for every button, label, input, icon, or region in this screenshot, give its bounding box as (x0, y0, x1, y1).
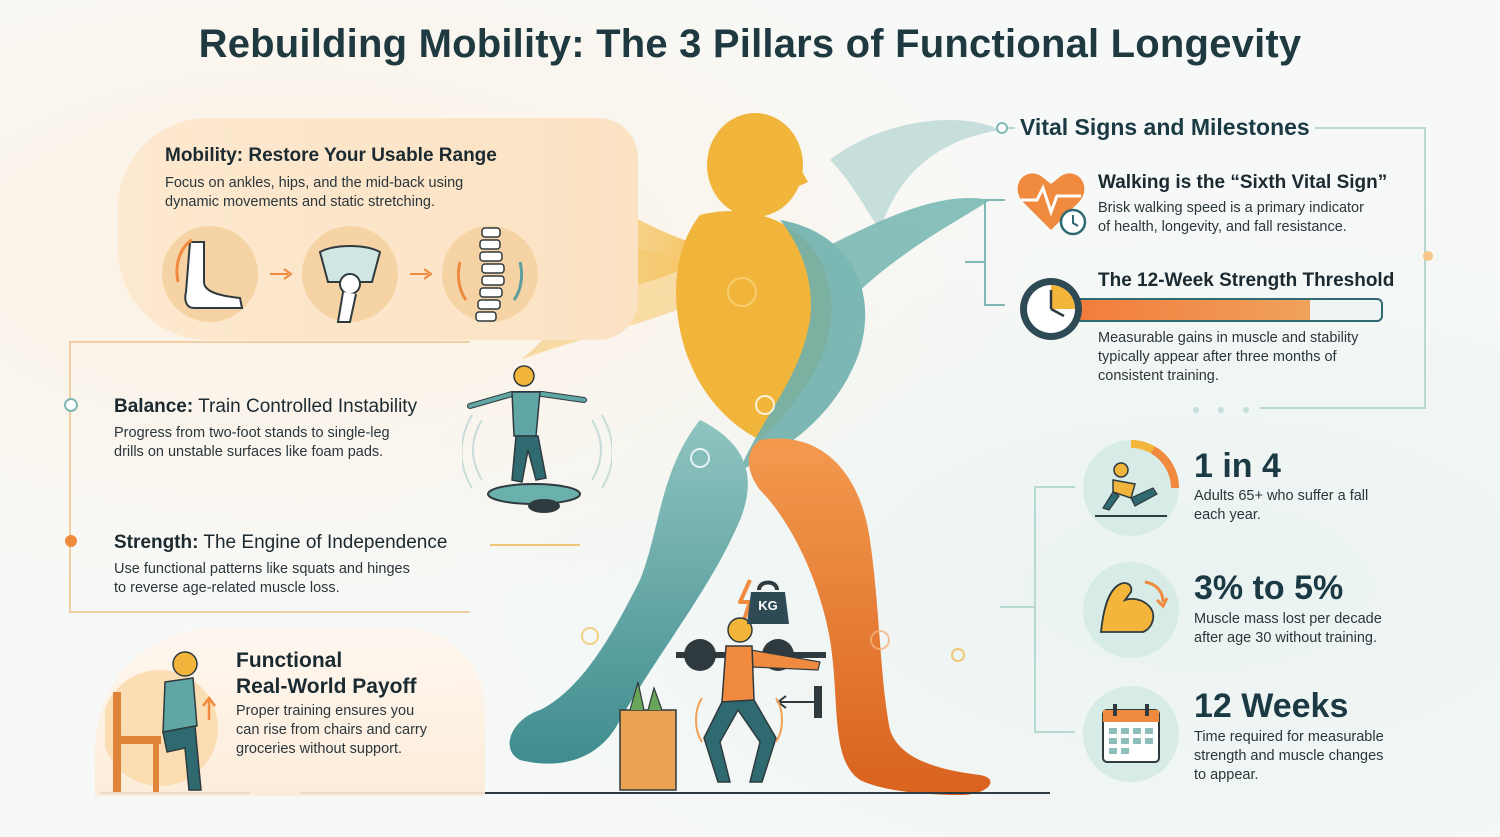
heart-clock-icon (1017, 173, 1087, 236)
balance-desc-line: drills on unstable surfaces like foam pa… (114, 444, 384, 460)
strength-desc-line: to reverse age-related muscle loss. (114, 580, 340, 596)
strength-title-bold: Strength: (114, 532, 199, 553)
payoff-desc: Proper training ensures you can rise fro… (236, 702, 427, 759)
payoff-desc-line: can rise from chairs and carry (236, 722, 427, 738)
balance-desc: Progress from two-foot stands to single-… (114, 424, 390, 462)
payoff-title-line: Real-World Payoff (236, 675, 417, 698)
threshold-title: The 12-Week Strength Threshold (1098, 270, 1395, 291)
figure-leg-orange (748, 438, 991, 795)
threshold-desc-line: consistent training. (1098, 368, 1219, 384)
figure-leg-teal (509, 420, 748, 764)
page-title: Rebuilding Mobility: The 3 Pillars of Fu… (198, 22, 1302, 66)
joint-icons (162, 226, 538, 323)
stopwatch-icon (1020, 278, 1082, 340)
walking-desc: Brisk walking speed is a primary indicat… (1098, 199, 1364, 237)
chair-rise-icon (105, 651, 218, 792)
threshold-progress-bar (1058, 298, 1383, 322)
stat-value: 1 in 4 (1194, 447, 1281, 485)
strength-desc-line: Use functional patterns like squats and … (114, 561, 410, 577)
strength-title-rest: The Engine of Independence (198, 532, 448, 553)
mobility-desc: Focus on ankles, hips, and the mid-back … (165, 174, 463, 212)
stat-desc-line: Muscle mass lost per decade (1194, 611, 1382, 627)
stat-desc: Time required for measurable strength an… (1194, 728, 1384, 785)
walking-desc-line: Brisk walking speed is a primary indicat… (1098, 200, 1364, 216)
stat-desc-line: Adults 65+ who suffer a fall (1194, 488, 1369, 504)
stat-desc-line: after age 30 without training. (1194, 630, 1377, 646)
stat-desc: Muscle mass lost per decade after age 30… (1194, 610, 1382, 648)
stat-desc-line: each year. (1194, 507, 1261, 523)
fall-icon (1095, 440, 1179, 517)
calendar-icon (1102, 704, 1160, 763)
teal-road (830, 120, 1000, 230)
stat-value: 3% to 5% (1194, 569, 1344, 607)
balance-title-rest: Train Controlled Instability (193, 396, 418, 417)
kettlebell-label: KG (758, 598, 778, 613)
figure-arm (820, 198, 990, 300)
balance-title: Balance: Train Controlled Instability (114, 396, 417, 418)
payoff-desc-line: groceries without support. (236, 741, 403, 757)
bicep-icon (1100, 580, 1169, 633)
payoff-title-line: Functional (236, 649, 343, 672)
threshold-desc: Measurable gains in muscle and stability… (1098, 329, 1358, 386)
kettlebell-icon (747, 580, 789, 624)
threshold-progress-fill (1060, 300, 1311, 320)
balance-title-bold: Balance: (114, 396, 194, 417)
payoff-desc-line: Proper training ensures you (236, 703, 415, 719)
ankle-icon (162, 226, 258, 322)
walking-desc-line: of health, longevity, and fall resistanc… (1098, 219, 1347, 235)
figure-head (707, 113, 803, 217)
stat-desc-line: Time required for measurable (1194, 729, 1384, 745)
mobility-desc-line: dynamic movements and static stretching. (165, 194, 435, 210)
walking-title: Walking is the “Sixth Vital Sign” (1098, 172, 1388, 193)
stat-value: 12 Weeks (1194, 687, 1349, 725)
payoff-title: Functional Real-World Payoff (236, 648, 416, 700)
strength-desc: Use functional patterns like squats and … (114, 560, 410, 598)
stat-desc: Adults 65+ who suffer a fall each year. (1194, 487, 1368, 525)
threshold-desc-line: Measurable gains in muscle and stability (1098, 330, 1359, 346)
balance-desc-line: Progress from two-foot stands to single-… (114, 425, 390, 441)
stat-desc-line: to appear. (1194, 767, 1259, 783)
squat-figure-icon (619, 579, 826, 791)
mobility-desc-line: Focus on ankles, hips, and the mid-back … (165, 175, 464, 191)
strength-title: Strength: The Engine of Independence (114, 532, 447, 554)
mobility-title: Mobility: Restore Your Usable Range (165, 145, 497, 166)
stat-desc-line: strength and muscle changes (1194, 748, 1384, 764)
threshold-desc-line: typically appear after three months of (1098, 349, 1337, 365)
hip-icon (302, 226, 398, 323)
balance-figure-icon (462, 365, 612, 513)
vital-signs-title: Vital Signs and Milestones (1020, 114, 1310, 140)
spine-icon (442, 226, 538, 322)
